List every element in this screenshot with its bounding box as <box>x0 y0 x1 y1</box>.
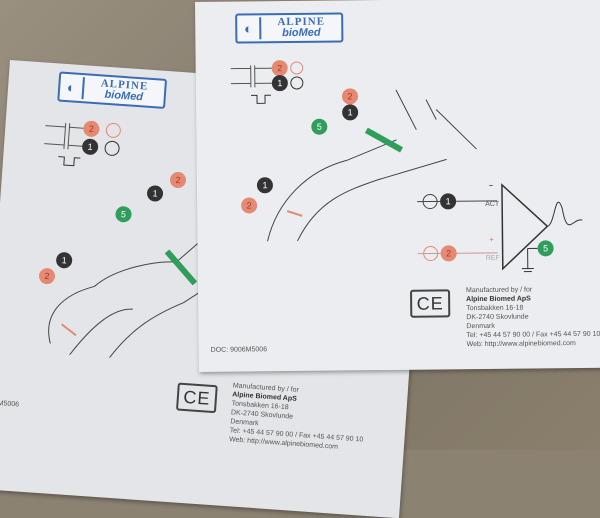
electrode-5-badge: 5 <box>311 118 328 135</box>
ref-label: REF <box>485 254 500 262</box>
manufacturer-info: Manufactured by / for Alpine Biomed ApS … <box>466 285 600 349</box>
stimulus-symbol-icon <box>44 122 121 167</box>
electrode-1-badge: 1 <box>271 75 288 92</box>
doc-number: 006M5006 <box>0 399 20 409</box>
electrode-1-badge: 1 <box>256 177 274 194</box>
hand-illustration <box>267 89 477 242</box>
act-label: ACT <box>485 200 500 208</box>
electrode-2-badge: 2 <box>271 60 288 77</box>
logo-mark-icon: ◐ <box>59 75 85 100</box>
logo-line2: bioMed <box>282 26 321 40</box>
manufacturer-info: Manufactured by / for Alpine Biomed ApS … <box>229 381 367 453</box>
electrode-2-badge: 2 <box>341 88 359 105</box>
electrode-2-badge: 2 <box>241 197 258 214</box>
company-name: Alpine Biomed ApS <box>466 295 531 304</box>
logo-mark-icon: ◐ <box>237 17 262 40</box>
electrode-2-badge: 2 <box>169 171 187 189</box>
plus-sign: + <box>489 236 494 244</box>
stimulus-symbol-icon <box>230 61 304 104</box>
web: Web: http://www.alpinebiomed.com <box>466 340 576 349</box>
electrode-1-badge: 1 <box>342 104 359 121</box>
ce-mark: CE <box>410 289 451 318</box>
ce-mark: CE <box>175 382 218 414</box>
manufacturer-heading: Manufactured by / for <box>466 286 533 295</box>
minus-sign: − <box>488 182 494 190</box>
doc-number: DOC: 9006M5006 <box>210 346 268 354</box>
hand-illustration <box>48 233 226 358</box>
electrode-1-badge: 1 <box>440 193 457 210</box>
electrode-5-badge: 5 <box>537 240 554 257</box>
amplifier-diagram <box>417 183 583 273</box>
electrode-2-badge: 2 <box>440 245 457 262</box>
